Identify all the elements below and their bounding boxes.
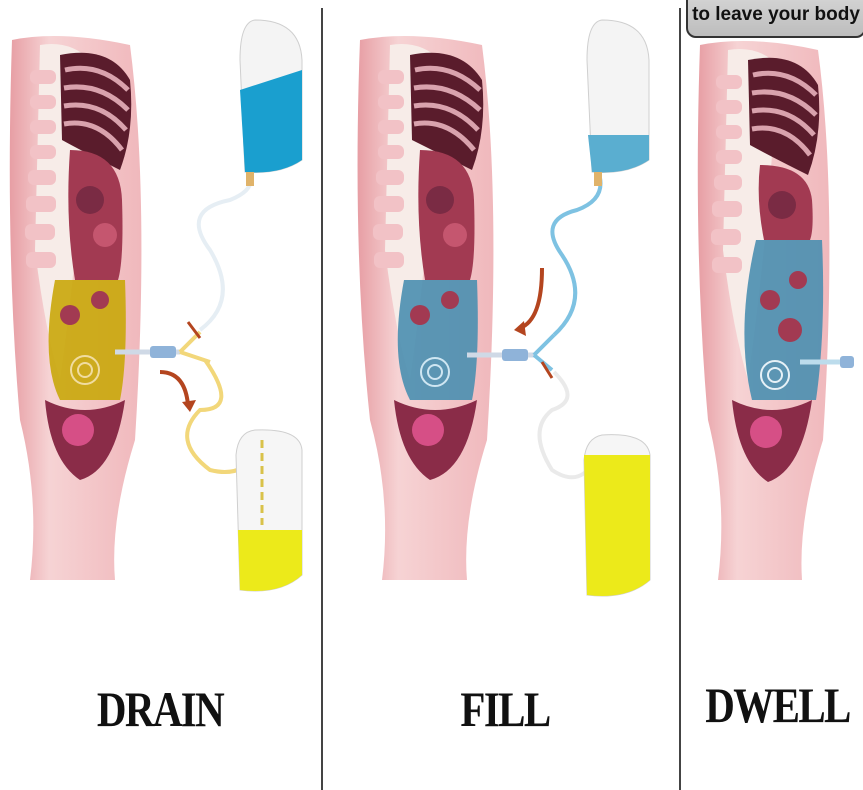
- dwell-panel-illustration: [690, 0, 863, 640]
- divider-2: [679, 8, 681, 790]
- fill-panel-illustration: [342, 0, 677, 640]
- fill-solution-bag: [587, 20, 649, 186]
- dwell-peritoneal-fluid: [744, 240, 823, 400]
- drain-panel-illustration: [0, 0, 320, 640]
- divider-1: [321, 8, 323, 790]
- fill-caption: FILL: [435, 680, 574, 738]
- drain-solution-bag: [240, 20, 302, 186]
- fill-collection-bag: [584, 435, 650, 596]
- drain-caption: DRAIN: [78, 680, 242, 738]
- dwell-caption: DWELL: [705, 676, 844, 734]
- fill-flow-arrow: [514, 268, 542, 336]
- drain-flow-arrow: [160, 372, 196, 412]
- fill-peritoneal-fluid: [398, 280, 478, 400]
- drain-peritoneal-fluid: [49, 280, 126, 400]
- drain-collection-bag: [236, 430, 302, 591]
